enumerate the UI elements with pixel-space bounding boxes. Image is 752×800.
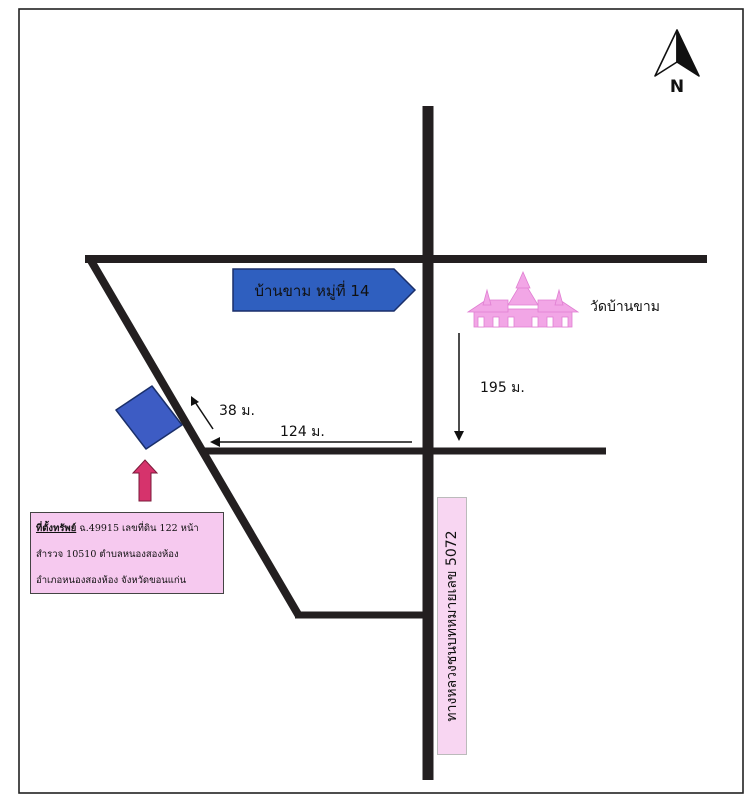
distance-arrow-195: [454, 333, 464, 441]
highway-label: ทางหลวงชนบทหมายเลข 5072: [444, 530, 460, 722]
property-info-box: ที่ตั้งทรัพย์ ฉ.49915 เลขที่ดิน 122 หน้า…: [30, 512, 224, 594]
property-info-line2: สำรวจ 10510 ตำบลหนองสองห้อง: [36, 549, 179, 560]
property-info-prefix: ที่ตั้งทรัพย์: [36, 523, 77, 534]
property-info-line3: อำเภอหนองสองห้อง จังหวัดขอนแก่น: [36, 575, 187, 586]
highway-label-box: ทางหลวงชนบทหมายเลข 5072: [437, 497, 467, 755]
temple-icon: [466, 271, 580, 328]
property-info-line1: ที่ตั้งทรัพย์ ฉ.49915 เลขที่ดิน 122 หน้า: [36, 523, 199, 534]
north-label: N: [670, 77, 684, 97]
temple-label: วัดบ้านขาม: [590, 299, 660, 315]
road-diagonal: [86, 256, 303, 619]
distance-label-124: 124 ม.: [280, 424, 325, 440]
distance-label-38: 38 ม.: [219, 403, 255, 419]
distance-arrow-38: [191, 396, 214, 430]
distance-label-195: 195 ม.: [480, 380, 525, 396]
distance-arrow-124: [210, 437, 412, 447]
property-marker-arrow-icon: [131, 459, 159, 502]
village-sign-arrow: [232, 268, 417, 312]
map-frame: [18, 8, 744, 794]
property-parcel: [115, 385, 183, 450]
north-arrow-icon: [654, 29, 700, 77]
road-network: [85, 106, 707, 780]
village-sign-label: บ้านขาม หมู่ที่ 14: [254, 280, 369, 300]
